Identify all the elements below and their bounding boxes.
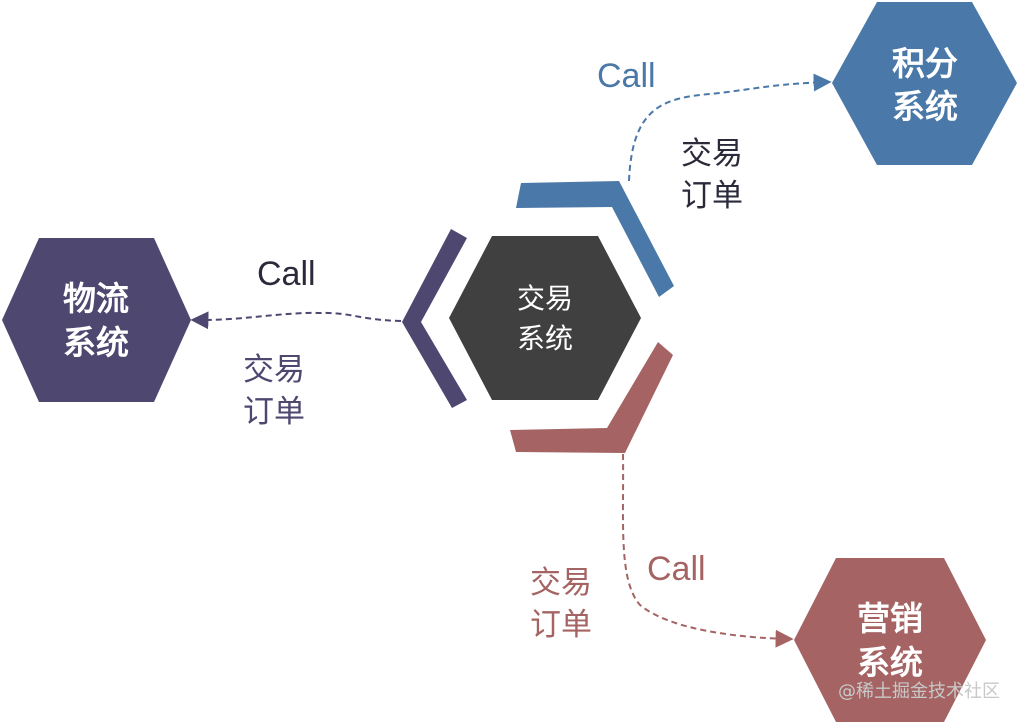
trade-system-label-line2: 系统 [517, 322, 573, 355]
logistics-system-node: 物流 系统 [2, 238, 191, 402]
points-system-hexagon [832, 2, 1017, 165]
ring-segment-red [510, 342, 673, 453]
call-label-marketing: Call [647, 550, 706, 588]
order-label-points-line2: 订单 [681, 178, 743, 214]
order-label-logistics-line1: 交易 [243, 352, 305, 388]
ring-segment-purple [402, 229, 467, 408]
logistics-system-label-line1: 物流 [63, 279, 129, 318]
order-label-marketing-line2: 订单 [530, 607, 592, 643]
marketing-system-label-line2: 系统 [857, 643, 923, 682]
arrow-to-marketing-system [621, 453, 794, 648]
marketing-system-hexagon [794, 558, 986, 722]
order-label-points-line1: 交易 [681, 136, 743, 172]
trade-system-node: 交易 系统 [449, 236, 641, 400]
logistics-system-hexagon [2, 238, 191, 402]
call-label-logistics: Call [257, 255, 316, 293]
points-system-label-line2: 系统 [892, 87, 958, 126]
watermark: @稀土掘金技术社区 [838, 681, 1000, 702]
points-system-node: 积分 系统 [832, 2, 1017, 165]
order-label-marketing-line1: 交易 [530, 565, 592, 601]
marketing-system-node: 营销 系统 [794, 558, 986, 722]
logistics-system-label-line2: 系统 [63, 323, 129, 362]
trade-system-label-line1: 交易 [517, 282, 573, 315]
ring-segment-blue [516, 181, 674, 297]
order-label-logistics-line2: 订单 [243, 394, 305, 430]
marketing-system-label-line1: 营销 [857, 599, 923, 638]
trade-system-hexagon [449, 236, 641, 400]
arrow-to-logistics-system [190, 311, 402, 330]
points-system-label-line1: 积分 [892, 44, 958, 83]
call-label-points: Call [597, 57, 656, 95]
